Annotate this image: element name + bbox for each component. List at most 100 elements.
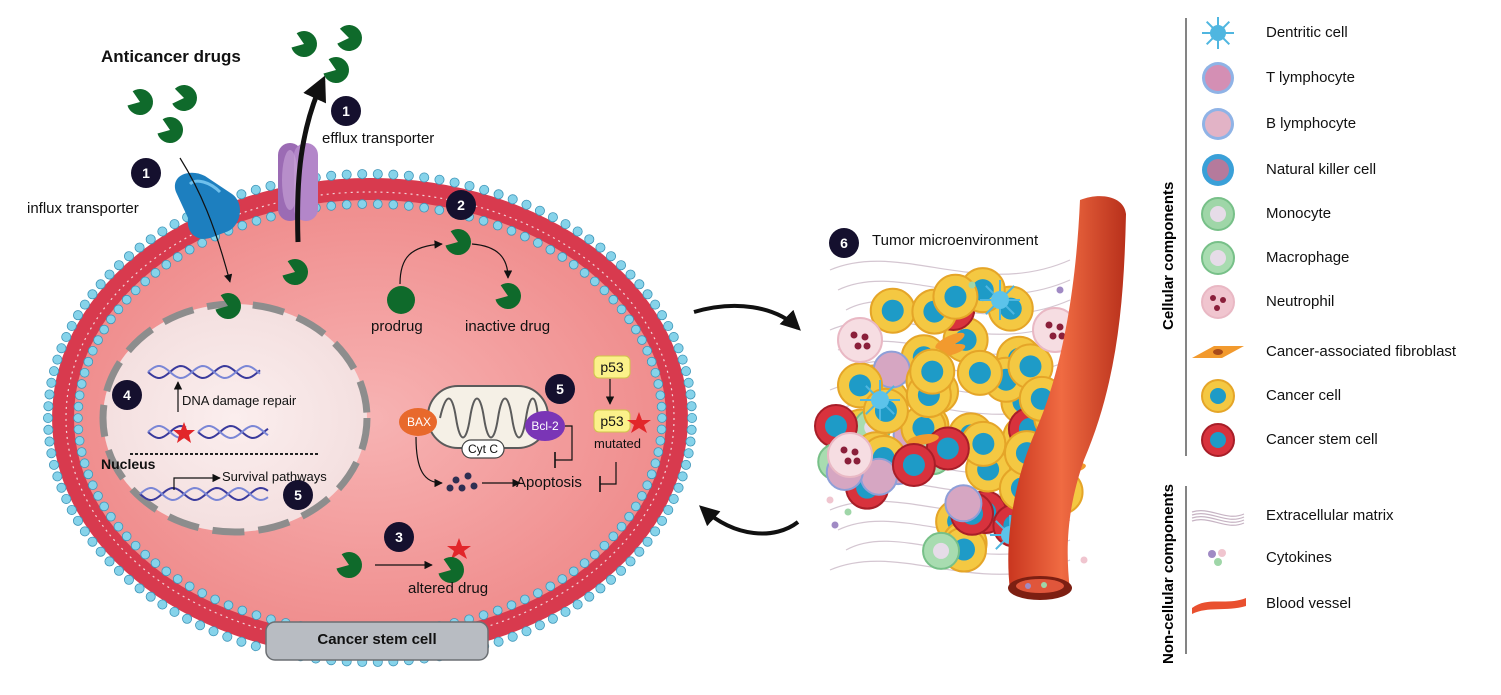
- lipid-head: [46, 377, 57, 388]
- cancer-stem-cell-nucleus: [902, 453, 925, 476]
- lipid-head: [547, 613, 558, 624]
- lipid-head: [73, 401, 84, 412]
- lipid-head: [237, 605, 248, 616]
- lipid-head: [237, 220, 248, 231]
- lipid-head: [608, 294, 619, 305]
- lipid-head: [683, 377, 694, 388]
- drug-icon: [495, 283, 521, 309]
- lipid-head: [121, 294, 132, 305]
- lipid-head: [547, 212, 558, 223]
- drug-icon: [337, 25, 362, 51]
- lipid-head: [657, 413, 667, 423]
- lipid-head: [61, 332, 72, 343]
- lipid-head: [83, 356, 94, 367]
- lipid-head: [145, 234, 156, 245]
- badge-5-apoptosis: 5: [545, 374, 575, 404]
- lipid-head: [668, 332, 679, 343]
- lipid-head: [197, 238, 207, 248]
- lipid-head: [625, 269, 636, 280]
- lipid-head: [668, 493, 679, 504]
- drug-icon: [291, 31, 317, 57]
- cancer-cell-nucleus: [848, 374, 871, 397]
- bcl2-inhibit-line: [555, 425, 573, 461]
- legend-icon-part: [1210, 295, 1216, 301]
- apoptosis-label: Apoptosis: [516, 474, 582, 491]
- lipid-head: [79, 526, 90, 537]
- lipid-head: [655, 435, 666, 446]
- cancer-cell-nucleus: [921, 360, 944, 383]
- lipid-head: [493, 189, 504, 200]
- lipid-head: [606, 574, 617, 585]
- bax-label: BAX: [406, 415, 431, 429]
- tme-label: Tumor microenvironment: [872, 232, 1039, 249]
- lipid-head: [113, 521, 124, 532]
- prodrug-label: prodrug: [371, 318, 423, 335]
- tumor-microenvironment-cluster: [813, 259, 1092, 575]
- lipid-head: [492, 220, 503, 231]
- lipid-head: [66, 320, 77, 331]
- lipid-head: [624, 511, 634, 522]
- lipid-head: [449, 177, 460, 188]
- lipid-head: [79, 367, 90, 378]
- cell-to-tme-arrow: [693, 303, 801, 331]
- lipid-head: [87, 289, 98, 300]
- lipid-head: [506, 226, 517, 236]
- inactivation-arrow: [471, 243, 513, 279]
- drug-icon: [157, 117, 183, 143]
- lipid-head: [650, 458, 661, 469]
- cytokine: [1080, 556, 1088, 564]
- lipid-head: [521, 199, 532, 210]
- lipid-head: [74, 435, 85, 446]
- lipid-head: [673, 343, 684, 354]
- fibroblast: [907, 433, 939, 446]
- legend-cellular-title: Cellular components: [1160, 181, 1177, 330]
- lipid-head: [150, 268, 161, 278]
- ecm-icon: [1191, 510, 1245, 517]
- neutrophil: [837, 317, 883, 363]
- lipid-head: [44, 389, 55, 400]
- lipid-head: [341, 199, 352, 210]
- lipid-head: [557, 574, 568, 584]
- lipid-head: [419, 202, 429, 213]
- lipid-head: [326, 170, 337, 181]
- lipid-head: [56, 482, 67, 493]
- lipid-head: [93, 491, 103, 501]
- lipid-head: [478, 216, 489, 226]
- drug-icon: [323, 57, 349, 83]
- ecm-icon: [1191, 516, 1245, 523]
- badge-5-survival: 5: [283, 480, 313, 510]
- legend-label: Cancer stem cell: [1266, 431, 1378, 448]
- ecm-fiber: [829, 259, 1071, 275]
- legend-label: Cancer-associated fibroblast: [1266, 343, 1457, 360]
- lymphocyte: [944, 484, 983, 523]
- lipid-head: [61, 493, 72, 504]
- bcl2-label: Bcl-2: [531, 419, 559, 433]
- lipid-head: [121, 531, 132, 542]
- neutrophil-granule: [851, 448, 859, 456]
- badge-4: 4: [112, 380, 142, 410]
- legend-icon-part: [1213, 349, 1223, 355]
- lipid-head: [657, 310, 668, 321]
- cancer-cell-nucleus: [968, 361, 991, 384]
- lipid-head: [236, 636, 247, 647]
- prodrug-icon: [387, 286, 415, 314]
- neutrophil-icon: [1201, 285, 1235, 319]
- lipid-head: [113, 565, 124, 576]
- lipid-head: [113, 260, 124, 271]
- mutated-label: mutated: [594, 436, 641, 451]
- legend-label: Macrophage: [1266, 249, 1350, 266]
- lipid-head: [534, 205, 545, 216]
- lipid-head: [656, 424, 667, 435]
- lipid-head: [595, 583, 606, 594]
- macrophage-nucleus: [933, 542, 950, 559]
- lipid-head: [579, 558, 590, 568]
- lipid-head: [520, 594, 530, 605]
- lipid-head: [43, 412, 54, 423]
- legend-icon-part: [1205, 111, 1231, 137]
- lipid-head: [372, 199, 383, 209]
- dna-strand: [197, 425, 269, 439]
- lipid-head: [197, 588, 207, 598]
- cytokine: [826, 496, 834, 504]
- lipid-head: [140, 276, 151, 287]
